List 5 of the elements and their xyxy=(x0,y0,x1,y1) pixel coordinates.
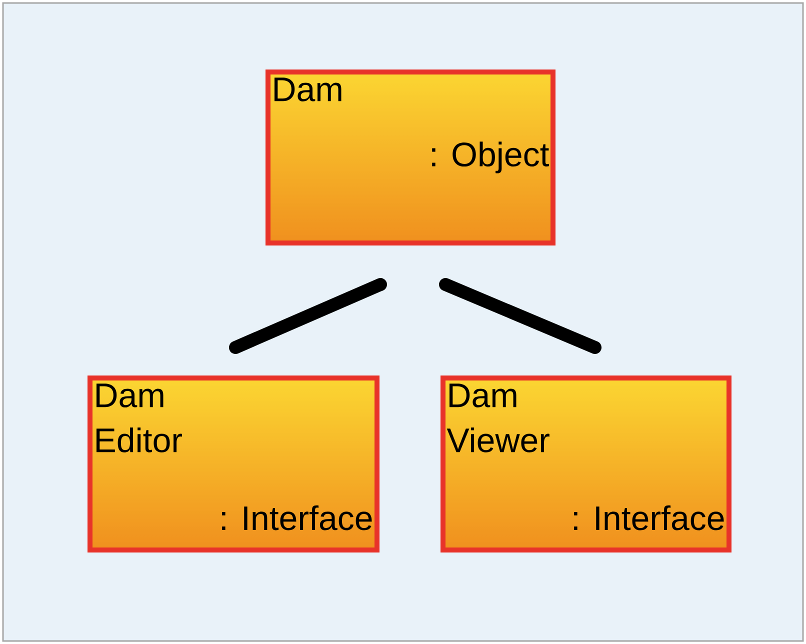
connector-line xyxy=(229,278,387,354)
class-box: Dam : Object xyxy=(266,69,556,246)
class-box: Dam Viewer : Interface xyxy=(440,375,732,552)
class-box: Dam Editor : Interface xyxy=(88,375,380,552)
connector-line xyxy=(439,278,602,354)
